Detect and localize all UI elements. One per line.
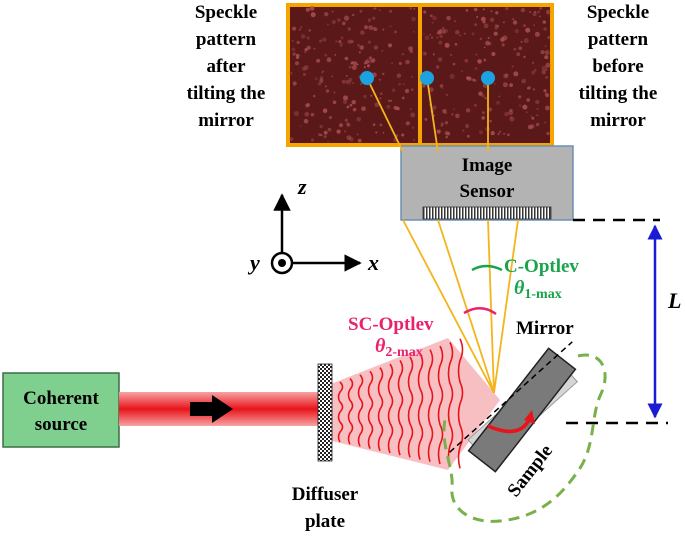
reflected-rays <box>402 219 519 394</box>
speckle-spot-before-left <box>420 71 434 85</box>
axis-z-label: z <box>297 174 307 199</box>
svg-text:mirror: mirror <box>198 110 254 131</box>
svg-text:pattern: pattern <box>588 29 649 50</box>
theta2-label: θ2-max <box>375 335 423 360</box>
diffuser-plate-label-line2: plate <box>305 511 345 532</box>
mirror-body <box>467 347 577 473</box>
image-sensor-label-line1: Image <box>462 155 513 176</box>
image-sensor: Image Sensor <box>400 145 574 221</box>
svg-text:before: before <box>592 56 643 77</box>
coherent-source-box <box>2 372 120 448</box>
scattered-light-cone <box>328 338 500 470</box>
sensor-pixel-array <box>422 206 552 220</box>
image-sensor-label-line2: Sensor <box>460 181 515 202</box>
distance-marker: L <box>566 218 681 425</box>
sc-optlev-label: SC-Optlev <box>348 314 434 335</box>
theta2-angle-arc <box>463 307 497 316</box>
speckle-texture <box>289 6 551 143</box>
rotation-arrowhead-icon <box>524 410 535 424</box>
svg-text:after: after <box>206 56 246 77</box>
y-axis-dot-icon <box>278 259 286 267</box>
diffuser-plate <box>317 363 333 462</box>
svg-text:tilting the: tilting the <box>187 83 266 104</box>
speckle-spot-after <box>360 71 374 85</box>
speckle-after-label: Speckle pattern after tilting the mirror <box>187 2 266 131</box>
coherent-source: Coherent source <box>2 372 120 448</box>
mirror-label: Mirror <box>516 318 574 339</box>
speckle-before-label: Speckle pattern before tilting the mirro… <box>579 2 658 131</box>
svg-text:mirror: mirror <box>590 110 646 131</box>
diffuser-plate-label-line1: Diffuser <box>292 484 359 505</box>
axis-y-label: y <box>247 250 260 275</box>
theta1-angle-arc <box>471 264 503 272</box>
sample-outline <box>442 353 607 523</box>
spot-leader-lines <box>366 77 489 153</box>
distance-L-label: L <box>667 288 681 313</box>
beam-direction-arrow-icon <box>190 395 233 423</box>
coordinate-axes: z x y <box>247 174 379 275</box>
speckle-panels <box>286 3 554 147</box>
svg-text:tilting the: tilting the <box>579 83 658 104</box>
coherent-source-label-line2: source <box>35 414 87 435</box>
mirror-group <box>449 341 579 473</box>
speckle-spot-before-right <box>481 71 495 85</box>
svg-text:pattern: pattern <box>196 29 257 50</box>
scattered-wavefronts <box>337 338 464 469</box>
svg-text:Speckle: Speckle <box>587 2 649 23</box>
coherent-source-label-line1: Coherent <box>23 388 99 409</box>
theta1-label: θ1-max <box>514 277 562 302</box>
c-optlev-label: C-Optlev <box>504 256 579 277</box>
axis-x-label: x <box>367 250 379 275</box>
svg-text:Speckle: Speckle <box>195 2 257 23</box>
